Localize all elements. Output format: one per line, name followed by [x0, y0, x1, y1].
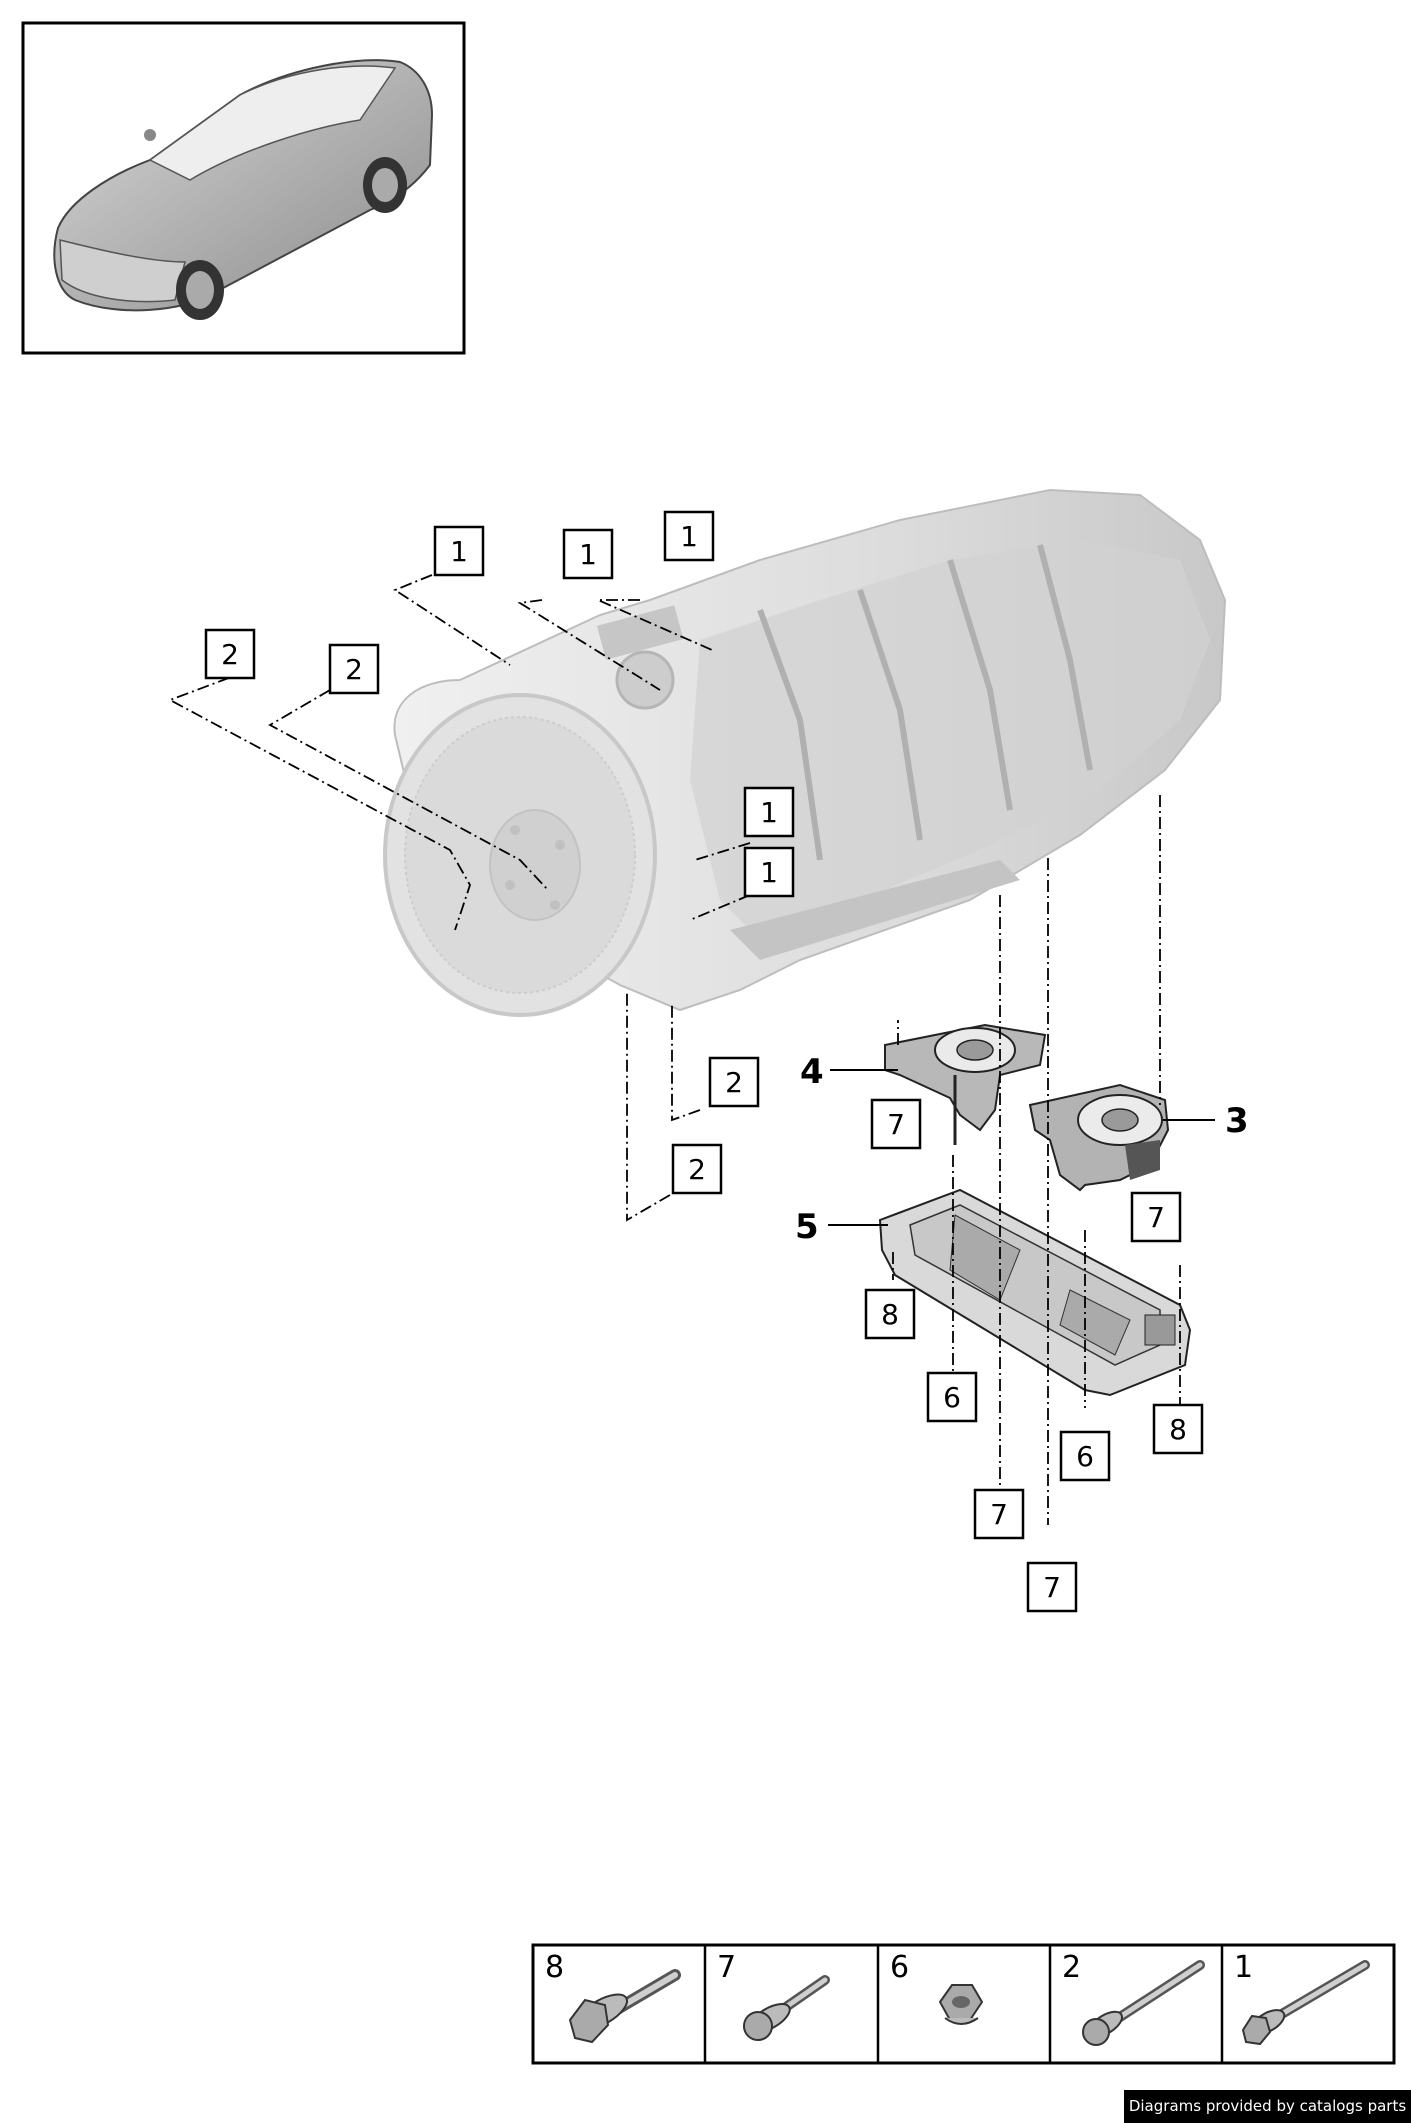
- fastener-legend: 8 7 6 2 1: [531, 1943, 1396, 2065]
- transmission-crossmember-icon: [878, 1188, 1192, 1397]
- diagram-credit: Diagrams provided by catalogs parts: [1124, 2090, 1411, 2123]
- socket-bolt-icon: [743, 1975, 830, 2041]
- callout-7-mount-right: 7: [1147, 1201, 1165, 1234]
- transmission-icon: [383, 488, 1227, 1017]
- callout-7-lower-left: 7: [990, 1498, 1008, 1531]
- legend-label-2: 2: [1062, 1950, 1081, 1985]
- legend-label-7: 7: [717, 1950, 736, 1985]
- callout-box: 6: [1059, 1430, 1111, 1482]
- callout-box: 7: [1026, 1561, 1078, 1613]
- part-label-5: 5: [795, 1207, 819, 1247]
- flange-bolt-icon: [568, 1969, 681, 2044]
- callout-6-right: 6: [1076, 1440, 1094, 1473]
- callout-box: 2: [328, 643, 380, 695]
- callout-2-left-outer: 2: [221, 638, 239, 671]
- car-thumbnail-icon: [53, 59, 434, 320]
- callout-box: 7: [973, 1488, 1025, 1540]
- callout-7-lower-right: 7: [1043, 1571, 1061, 1604]
- callout-box: 2: [204, 628, 256, 680]
- callout-box: 1: [663, 510, 715, 562]
- callout-7-mount-left: 7: [887, 1108, 905, 1141]
- callout-box: 1: [743, 786, 795, 838]
- label-leaders: [828, 1069, 1215, 1226]
- callout-box: 1: [562, 528, 614, 580]
- callout-2-lower-upper: 2: [725, 1066, 743, 1099]
- callout-box: 6: [926, 1371, 978, 1423]
- hex-bolt-icon: [1241, 1960, 1370, 2046]
- callout-1-side-lower: 1: [760, 856, 778, 889]
- legend-label-8: 8: [545, 1950, 564, 1985]
- legend-label-1: 1: [1234, 1950, 1253, 1985]
- callout-1-top-left: 1: [450, 535, 468, 568]
- callout-1-top-middle: 1: [579, 538, 597, 571]
- callout-2-lower-lower: 2: [688, 1153, 706, 1186]
- long-bolt-icon: [1082, 1960, 1205, 2046]
- transmission-mount-left-icon: [884, 1023, 1047, 1145]
- callout-1-top-right: 1: [680, 520, 698, 553]
- transmission-mount-right-icon: [1028, 1083, 1170, 1192]
- callout-2-left-inner: 2: [345, 653, 363, 686]
- callout-6-left: 6: [943, 1381, 961, 1414]
- hex-nut-icon: [938, 1984, 984, 2025]
- callout-box: 2: [671, 1143, 723, 1195]
- callout-box: 1: [433, 525, 485, 577]
- callout-box: 1: [743, 846, 795, 898]
- leader-lines: [167, 574, 1181, 1525]
- legend-label-6: 6: [890, 1950, 909, 1985]
- part-label-4: 4: [800, 1052, 824, 1092]
- callout-box: 7: [870, 1098, 922, 1150]
- callout-1-side-upper: 1: [760, 796, 778, 829]
- callout-box: 7: [1130, 1191, 1182, 1243]
- callout-8-left: 8: [881, 1298, 899, 1331]
- part-label-3: 3: [1225, 1101, 1249, 1141]
- callout-box: 8: [1152, 1403, 1204, 1455]
- callout-box: 8: [864, 1288, 916, 1340]
- callout-box: 2: [708, 1056, 760, 1108]
- callout-8-right: 8: [1169, 1413, 1187, 1446]
